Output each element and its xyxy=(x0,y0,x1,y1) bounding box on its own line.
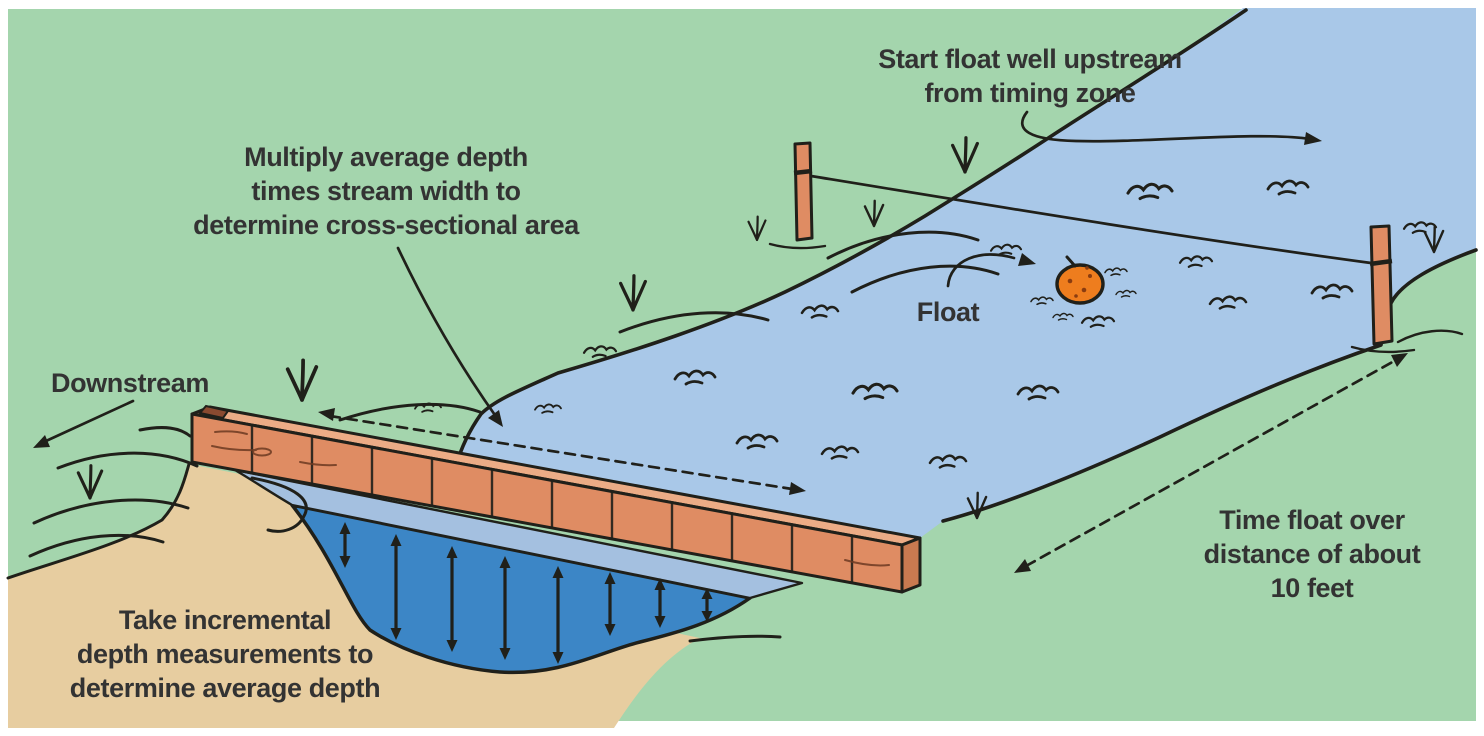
depth-arrow xyxy=(701,588,713,622)
float-ball xyxy=(1030,255,1137,321)
board-segment-lines xyxy=(250,425,854,583)
timing-distance-label-line1: Time float over xyxy=(1219,505,1405,535)
start-float-leader-arrow xyxy=(1020,110,1322,145)
depth-arrows xyxy=(339,522,713,664)
cross-section-leader-arrow xyxy=(396,246,503,427)
depth-arrow xyxy=(446,546,458,652)
depth-arrow xyxy=(339,522,351,568)
board-end-face xyxy=(900,536,922,594)
timing-distance-label: Time float over distance of about 10 fee… xyxy=(1204,503,1421,605)
sand-crest-line xyxy=(6,462,191,580)
float-leader-arrow xyxy=(946,253,1036,288)
depth-arrow xyxy=(654,578,666,628)
bank-contours xyxy=(28,230,1000,643)
board-end-notch xyxy=(198,404,230,420)
waterline-far xyxy=(454,8,1248,468)
downstream-label: Downstream xyxy=(50,368,210,398)
depth-arrow xyxy=(604,572,616,636)
cross-section-label-line2: times stream width to xyxy=(251,176,521,206)
timing-string xyxy=(809,174,1373,265)
depth-arrow xyxy=(552,566,564,664)
wood-grain xyxy=(211,430,890,567)
timing-distance-label-line3: 10 feet xyxy=(1270,573,1354,603)
left-stake xyxy=(768,141,827,250)
depth-measurement-label: Take incremental depth measurements to d… xyxy=(69,603,381,705)
measuring-board xyxy=(190,404,922,594)
depth-measurement-label-line1: Take incremental xyxy=(118,605,332,635)
depth-arrow xyxy=(499,556,511,660)
water-surface-band xyxy=(233,468,804,600)
timing-distance-arrow xyxy=(1014,353,1408,573)
right-stake xyxy=(1350,224,1464,354)
timing-distance-label-line2: distance of about xyxy=(1203,539,1421,569)
cross-section-label-line1: Multiply average depth xyxy=(244,142,528,172)
depth-arrow xyxy=(390,534,402,640)
depth-measurement-label-line2: depth measurements to xyxy=(76,639,374,669)
waterline-near xyxy=(941,248,1478,523)
river-water xyxy=(456,8,1476,545)
float-label: Float xyxy=(916,297,980,327)
stream-width-arrow xyxy=(318,408,806,495)
depth-measurement-label-line3: determine average depth xyxy=(69,673,381,703)
cross-section-water xyxy=(290,503,752,675)
start-float-label-line2: from timing zone xyxy=(924,78,1136,108)
cross-section-label: Multiply average depth times stream widt… xyxy=(193,140,579,242)
start-float-label-line1: Start float well upstream xyxy=(878,44,1182,74)
downstream-arrow xyxy=(33,399,135,448)
start-float-label: Start float well upstream from timing zo… xyxy=(878,42,1182,110)
cross-section-label-line3: determine cross-sectional area xyxy=(193,210,579,240)
